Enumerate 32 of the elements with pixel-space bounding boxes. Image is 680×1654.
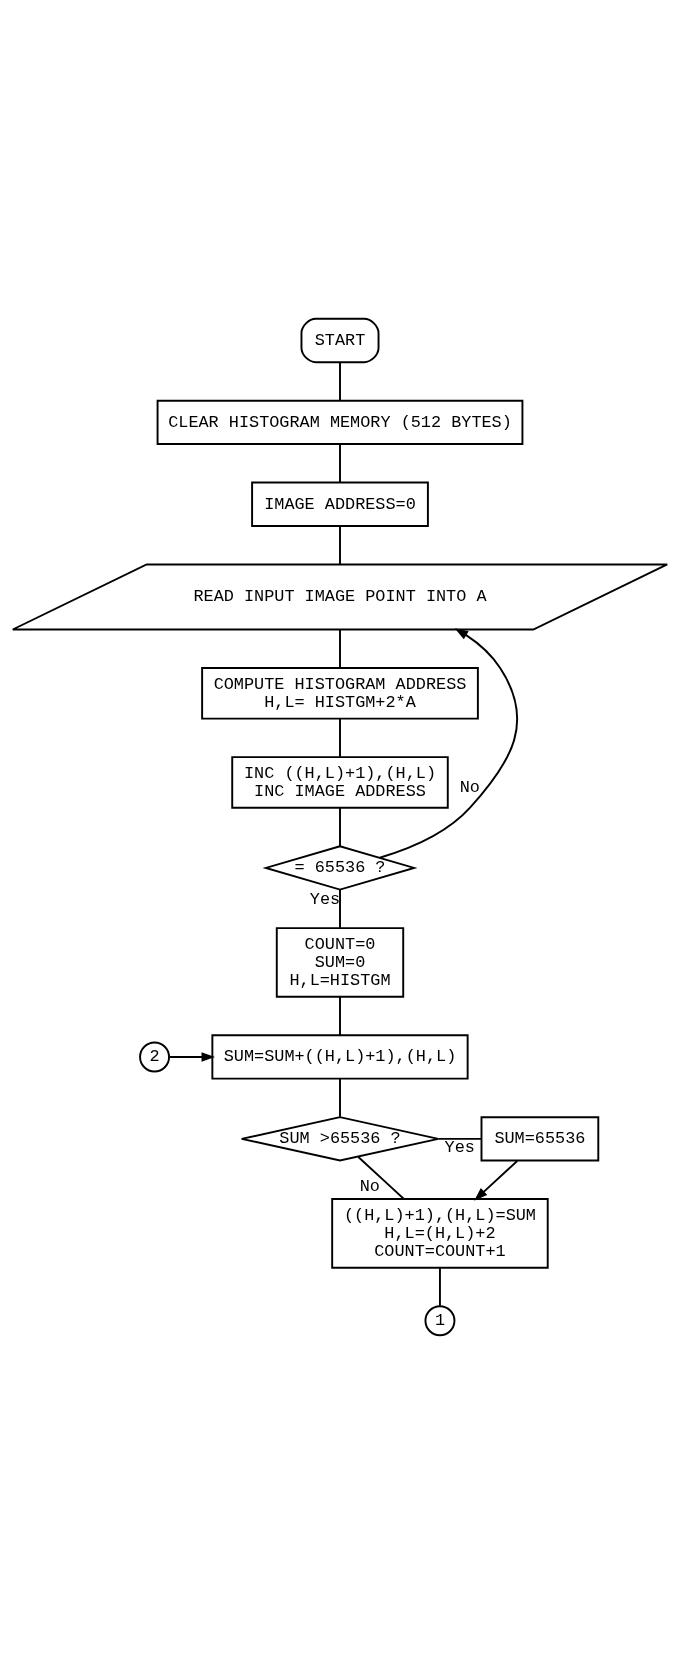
node-box: ((H,L)+1),(H,L)=SUM H,L=(H,L)+2 COUNT=COUNT+1	[331, 1198, 549, 1269]
node-box: COUNT=0 SUM=0 H,L=HISTGM	[275, 927, 405, 998]
connector	[339, 995, 341, 1037]
node-box: START	[300, 317, 380, 364]
node-diamond: = 65536 ?	[262, 845, 418, 891]
node-box: SUM=65536	[480, 1116, 600, 1162]
connector	[439, 1267, 441, 1307]
edge-label: No	[459, 777, 480, 797]
connector	[357, 1156, 405, 1200]
node-box: COMPUTE HISTOGRAM ADDRESS H,L= HISTGM+2*A	[201, 667, 479, 720]
connector	[339, 889, 341, 929]
edge-label: No	[359, 1176, 380, 1196]
connector	[339, 443, 341, 483]
node-box: IMAGE ADDRESS=0	[251, 481, 429, 527]
arrow	[474, 1160, 519, 1201]
node-circle: 2	[139, 1041, 171, 1073]
node-diamond: SUM >65536 ?	[240, 1116, 440, 1162]
node-box: INC ((H,L)+1),(H,L) INC IMAGE ADDRESS	[231, 756, 449, 809]
edge-label: Yes	[444, 1138, 475, 1158]
node-circle: 1	[424, 1305, 456, 1337]
connector	[339, 629, 341, 669]
arrow	[378, 628, 519, 859]
connector	[339, 1078, 341, 1118]
connector	[339, 717, 341, 758]
connector	[339, 525, 341, 566]
edge-label: Yes	[309, 889, 341, 909]
connector	[437, 1137, 483, 1140]
connector	[339, 807, 341, 847]
arrow	[168, 1052, 216, 1062]
node-box: CLEAR HISTOGRAM MEMORY (512 BYTES)	[156, 399, 524, 445]
node-box: SUM=SUM+((H,L)+1),(H,L)	[211, 1034, 469, 1080]
connector	[339, 361, 341, 402]
